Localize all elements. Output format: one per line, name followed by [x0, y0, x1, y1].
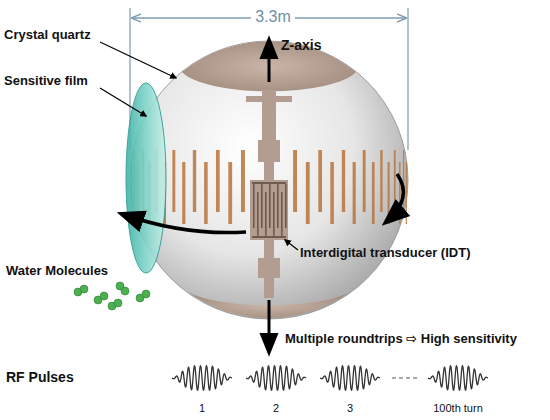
part-label: Interdigital transducer (IDT): [300, 246, 470, 260]
part-label: Sensitive film: [4, 74, 88, 88]
leader-line: [100, 88, 146, 116]
quartz-ball: [130, 41, 408, 319]
leader-line: [285, 240, 298, 250]
output-arrow: [268, 300, 271, 352]
part-label: Crystal quartz: [4, 28, 91, 42]
leader-line: [100, 42, 176, 78]
electrode-bars: [131, 150, 407, 224]
roundtrip-arrow: [122, 214, 246, 233]
sensitive-film: [126, 83, 166, 273]
center-electrode: [246, 90, 292, 298]
idt-fingers: [252, 182, 287, 238]
z-axis-arrow: [268, 40, 271, 82]
part-label: Water Molecules: [6, 264, 108, 278]
pulse-number: 3: [347, 402, 353, 414]
rf-pulses: [172, 366, 488, 391]
signal-label: RF Pulses: [6, 370, 74, 385]
pulse-number: 1: [199, 402, 205, 414]
dimension-label: 3.3m: [251, 8, 295, 26]
axis-label: Z-axis: [281, 38, 321, 53]
roundtrip-arrow: [386, 174, 403, 222]
water-molecules: [74, 282, 150, 310]
dashed-gap: [392, 377, 420, 378]
pulse-number: 100th turn: [433, 402, 483, 414]
note-label: Multiple roundtrips ⇨ High sensitivity: [285, 332, 517, 346]
pulse-number: 2: [273, 402, 279, 414]
